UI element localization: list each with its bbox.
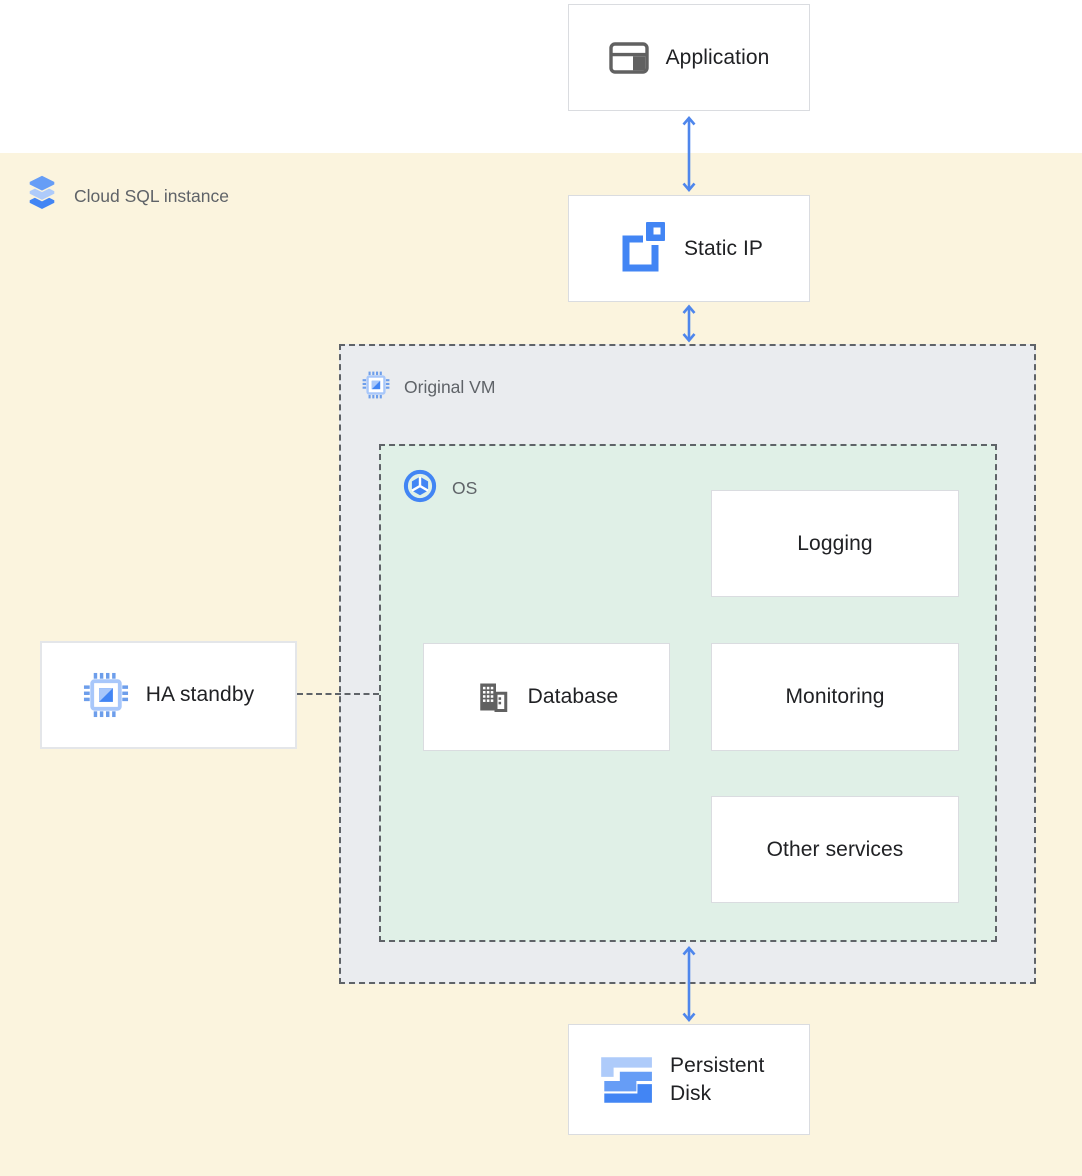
persistent-disk-node: Persistent Disk xyxy=(568,1024,810,1135)
ha-standby-label: HA standby xyxy=(145,683,255,706)
other-services-node: Other services xyxy=(711,796,959,903)
logging-label: Logging xyxy=(797,531,873,555)
database-label: Database xyxy=(527,685,619,708)
arrow-staticip-vm xyxy=(681,303,697,344)
arrow-os-disk xyxy=(681,944,697,1024)
os-label-group: OS xyxy=(402,468,477,509)
persistent-disk-icon xyxy=(596,1055,654,1105)
other-services-label: Other services xyxy=(766,837,904,861)
cloud-sql-instance-label: Cloud SQL instance xyxy=(74,186,229,206)
arrow-application-staticip xyxy=(681,114,697,194)
application-node: Application xyxy=(568,4,810,111)
static-ip-icon xyxy=(615,220,667,277)
database-building-icon xyxy=(475,679,511,715)
application-label: Application xyxy=(665,45,770,69)
original-vm-label: Original VM xyxy=(404,377,496,397)
original-vm-container: Original VM OS xyxy=(339,344,1036,984)
os-label: OS xyxy=(452,478,478,498)
application-window-icon xyxy=(608,41,649,74)
os-icon xyxy=(402,468,438,509)
compute-engine-icon xyxy=(362,371,390,404)
monitoring-label: Monitoring xyxy=(785,685,885,708)
database-node: Database xyxy=(423,643,670,751)
monitoring-node: Monitoring xyxy=(711,643,959,751)
persistent-disk-label: Persistent Disk xyxy=(670,1053,765,1105)
logging-node: Logging xyxy=(711,490,959,597)
original-vm-label-group: Original VM xyxy=(362,371,495,404)
os-container: OS Logging xyxy=(379,444,997,942)
static-ip-node: Static IP xyxy=(568,195,810,302)
static-ip-label: Static IP xyxy=(683,236,764,260)
cloud-sql-instance-label-group: Cloud SQL instance xyxy=(24,174,229,219)
connector-ha-standby-line xyxy=(297,693,379,695)
compute-engine-icon xyxy=(83,672,129,718)
ha-standby-node: HA standby xyxy=(40,641,297,749)
cloud-sql-icon xyxy=(24,174,60,219)
